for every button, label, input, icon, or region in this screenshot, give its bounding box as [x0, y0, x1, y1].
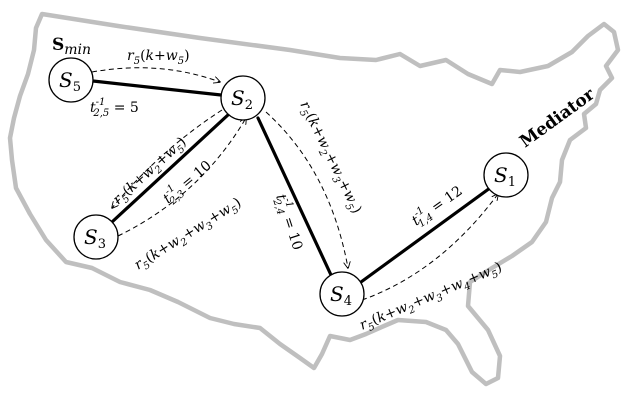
msg-s2-s4: [265, 111, 348, 268]
msg-label-s2-s4: r5(k+w2+w3+w5): [294, 99, 365, 218]
edge-s2-s4: [256, 116, 333, 277]
msg-label-s5-s2: r5(k+w5): [127, 48, 190, 67]
weight-label-s2-s4: t-12,4 = 10: [269, 191, 308, 253]
node-s1: S1: [483, 152, 529, 198]
weight-label-s1-s4: t-11,4 = 12: [407, 181, 467, 232]
svg-text:S3: S3: [84, 225, 106, 252]
svg-text:S1: S1: [494, 163, 516, 190]
msg-s2-s3: [112, 109, 223, 208]
svg-text:S5: S5: [59, 68, 81, 95]
edge-s4-s1: [359, 186, 492, 284]
svg-text:S2: S2: [231, 86, 253, 113]
msg-s5-s2: [91, 67, 220, 82]
node-s3: S3: [73, 214, 119, 260]
smin-label: Smin: [52, 35, 91, 58]
edge-s2-s3: [110, 112, 231, 224]
msg-s3-s2: [117, 118, 246, 237]
msg-s4-s1: [361, 194, 498, 301]
edge-s5-s2: [91, 79, 223, 97]
us-map-outline: [7, 11, 621, 387]
node-s4: S4: [319, 271, 365, 317]
node-s5: S5: [48, 57, 94, 103]
msg-label-s3-s2: r5(k+w2+w3+w5): [132, 195, 246, 276]
node-s2: S2: [220, 75, 266, 121]
svg-text:S4: S4: [330, 282, 352, 309]
